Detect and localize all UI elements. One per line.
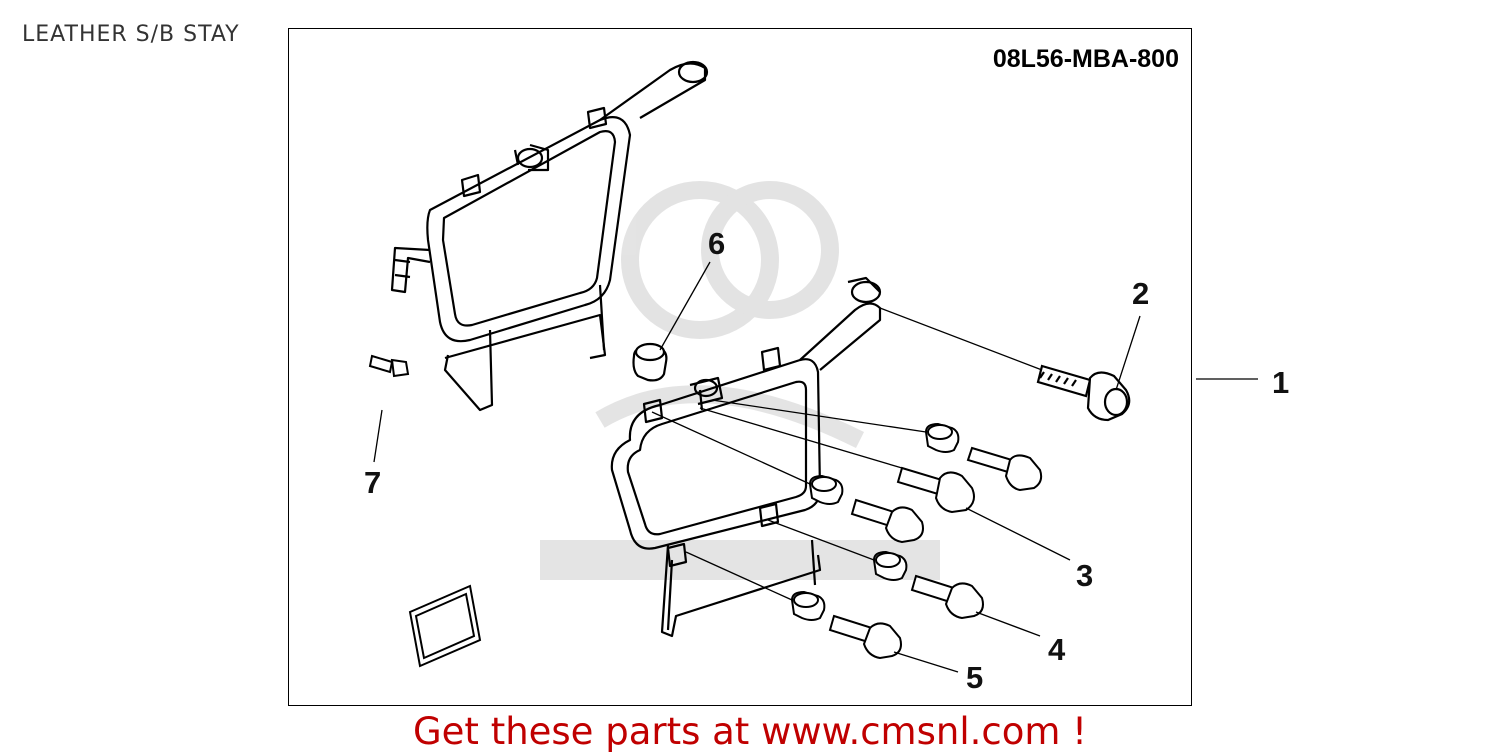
leader-lines [373,261,1258,673]
right-stay-frame [610,276,882,638]
callout-1: 1 [1272,365,1290,400]
bolt-upper-small [966,446,1043,492]
callout-3: 3 [1076,558,1094,593]
callout-4: 4 [1048,632,1066,667]
bolt-part-2 [1036,364,1131,422]
watermark-logo [540,181,940,580]
collar-part-6 [632,342,668,382]
collar-lower [872,550,908,581]
left-stay-frame [390,60,709,412]
bolt-middle [850,498,924,544]
collar-bottom [790,590,826,621]
page-title: LEATHER S/B STAY [22,22,240,47]
collar-upper [924,422,960,453]
promo-link-text[interactable]: Get these parts at www.cmsnl.com ! [412,710,1087,753]
collar-middle [808,474,844,505]
callout-7: 7 [364,465,382,500]
bolt-part-5 [828,614,902,660]
bolt-part-3 [896,466,975,514]
callout-6: 6 [708,226,726,261]
fastener-set [790,422,1043,660]
diagram-frame: 08L56-MBA-800 [288,28,1192,706]
callout-2: 2 [1132,276,1150,311]
label-sheet [408,584,482,668]
callout-5: 5 [966,660,984,695]
part-code: 08L56-MBA-800 [992,45,1179,73]
screw-part-7 [368,354,410,378]
bolt-part-4 [910,574,984,620]
